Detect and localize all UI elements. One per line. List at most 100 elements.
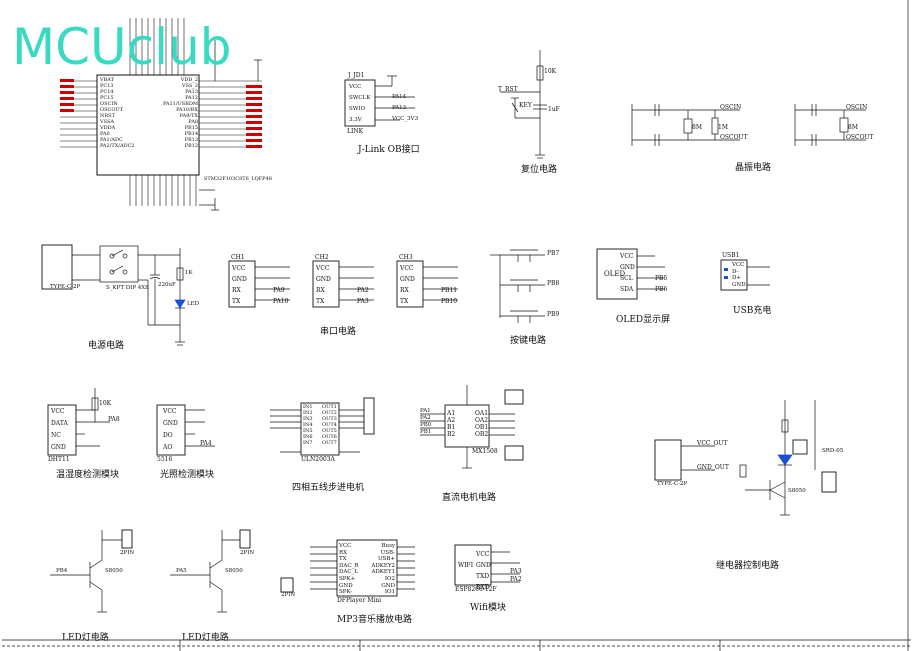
key3-net: PB9 <box>547 311 560 318</box>
title-keys: 按键电路 <box>510 336 547 346</box>
jlink-pins: VCC SWCLK SWIO 3.3V <box>349 84 371 123</box>
wifi-nets: PA3 PA2 <box>510 568 522 583</box>
title-dht: 温湿度检测模块 <box>56 470 120 480</box>
oled-text: OLED <box>604 270 626 278</box>
mp3-pins-left: VCC RX TX DAC_R DAC_L SPK+ GND SPK- <box>339 543 359 596</box>
title-uart: 串口电路 <box>320 327 357 337</box>
crystal2-net-out: OSCOUT <box>846 134 874 141</box>
title-wifi: Wifi模块 <box>470 603 506 613</box>
switch-label: S_KPT DIP 4X8 <box>106 285 149 291</box>
title-power: 电源电路 <box>88 341 125 351</box>
logo-watermark: MCUclub <box>12 18 232 76</box>
oled-module <box>596 248 665 300</box>
dc-pins-left: A1 A2 B1 B2 <box>447 410 456 438</box>
dc-pins-right: OA1 OA2 OB1 OB2 <box>475 410 489 438</box>
uart2-pins: VCC GND RX TX <box>316 265 331 305</box>
relay-vcc-out: VCC_OUT <box>697 440 728 447</box>
stepper-ins: IN1 IN2 IN3 IN4 IN5 IN6 IN7 <box>303 404 313 446</box>
dht11-module <box>47 388 110 456</box>
title-dcmotor: 直流电机电路 <box>442 493 497 503</box>
light-net: PA4 <box>200 440 212 447</box>
mcu-right-pins: VDD_2 VSS_2 PA13 PA12 PA11/USBDM PA10/RX… <box>162 77 198 149</box>
dc-chip: MX1508 <box>472 448 498 455</box>
led2-conn: 2PIN <box>240 550 255 556</box>
light-name: 5516 <box>157 456 173 463</box>
crystal2-net-in: OSCIN <box>846 104 868 111</box>
dht-name: DHT11 <box>48 456 70 463</box>
stepper-chip: ULN2003A <box>301 456 335 463</box>
mp3-conn: 2PIN <box>281 592 296 598</box>
power-circuit <box>41 244 186 346</box>
crystal-net-in: OSCIN <box>720 104 742 111</box>
typec-label: TYPE-C-2P <box>50 284 81 290</box>
key2-net: PB8 <box>547 280 560 287</box>
light-pins: VCC GND DO AO <box>163 408 178 451</box>
crystal1-label: 8M <box>692 124 702 131</box>
title-relay: 继电器控制电路 <box>716 561 780 571</box>
uart1-name: CH1 <box>231 254 245 261</box>
wifi-module <box>454 544 520 586</box>
relay-typec: TYPE-C-2P <box>657 481 688 487</box>
cap-label: 220uF <box>158 282 176 288</box>
mcu-chip <box>60 18 262 211</box>
title-reset: 复位电路 <box>521 165 558 175</box>
title-crystal: 晶振电路 <box>735 163 772 173</box>
title-mp3: MP3音乐播放电路 <box>337 615 412 625</box>
dht-r: 10K <box>99 400 112 407</box>
reset-r: 10K <box>544 68 557 75</box>
wifi-label: WIFI <box>458 562 474 569</box>
r1k-label: 1K <box>185 270 193 276</box>
title-light: 光照检测模块 <box>160 470 215 480</box>
relay-gnd-out: GND_OUT <box>697 464 729 471</box>
reset-key: KEY <box>519 102 532 109</box>
relay-circuit <box>654 400 837 516</box>
led2-net: PA5 <box>176 568 187 574</box>
led1-net: PB4 <box>56 568 68 574</box>
uart2-nets: PA2 PA3 <box>357 287 369 305</box>
title-led1: LED灯电路 <box>62 633 109 643</box>
dc-motor-driver <box>420 385 524 469</box>
led-label: LED <box>187 301 200 307</box>
title-stepper: 四相五线步进电机 <box>292 483 365 493</box>
usb-connector <box>720 259 770 291</box>
reset-circuit <box>500 50 547 159</box>
title-led2: LED灯电路 <box>182 633 229 643</box>
uart3-pins: VCC GND RX TX <box>400 265 415 305</box>
uart2-name: CH2 <box>315 254 329 261</box>
uart1-nets: PA9 PA10 <box>273 287 289 305</box>
title-oled: OLED显示屏 <box>616 315 671 325</box>
uart3-nets: PB11 PB10 <box>441 287 458 305</box>
led1-q: S8050 <box>105 568 123 574</box>
reset-net: T_RST <box>498 86 518 93</box>
stepper-driver <box>270 397 375 456</box>
reset-c: 1uF <box>548 106 560 113</box>
uart3-name: CH3 <box>399 254 413 261</box>
led2-q: S8050 <box>225 568 243 574</box>
crystal-r-label: 1M <box>718 124 728 131</box>
uart1-pins: VCC GND RX TX <box>232 265 247 305</box>
mp3-name: DFPlayer Mini <box>337 597 382 604</box>
mp3-module <box>280 539 415 597</box>
dht-pins: VCC DATA NC GND <box>51 408 68 451</box>
mcu-part-label: STM32F103C8T6_LQFP48 <box>204 176 272 182</box>
title-jlink: J-Link OB接口 <box>358 145 420 155</box>
jlink-id: J_JD1 <box>348 72 365 79</box>
key-circuit <box>490 249 545 323</box>
dc-nets: PA1 PA2 PB0 PB1 <box>420 408 432 435</box>
usb-name: USB1 <box>722 252 740 259</box>
wifi-name: ESP8266-12F <box>455 586 497 593</box>
led1-circuit <box>50 529 133 613</box>
jlink-nets: PA14 PA13 VCC_3V3 <box>392 94 419 122</box>
jlink-connector <box>344 75 415 127</box>
oled-pins: VCC GND SCL SDA <box>620 253 635 293</box>
mp3-pins-right: Busy USB- USB+ ADKEY2 ADKEY1 IO2 GND IO1 <box>371 543 395 596</box>
relay-name: SRD-05 <box>822 448 844 454</box>
dht-net: PA8 <box>108 416 120 423</box>
jlink-name: LINK <box>347 128 364 135</box>
crystal2-label: 8M <box>848 124 858 131</box>
title-usb: USB充电 <box>733 306 772 316</box>
stepper-outs: OUT1 OUT2 OUT3 OUT4 OUT5 OUT6 OUT7 <box>322 404 337 446</box>
led1-conn: 2PIN <box>120 550 135 556</box>
